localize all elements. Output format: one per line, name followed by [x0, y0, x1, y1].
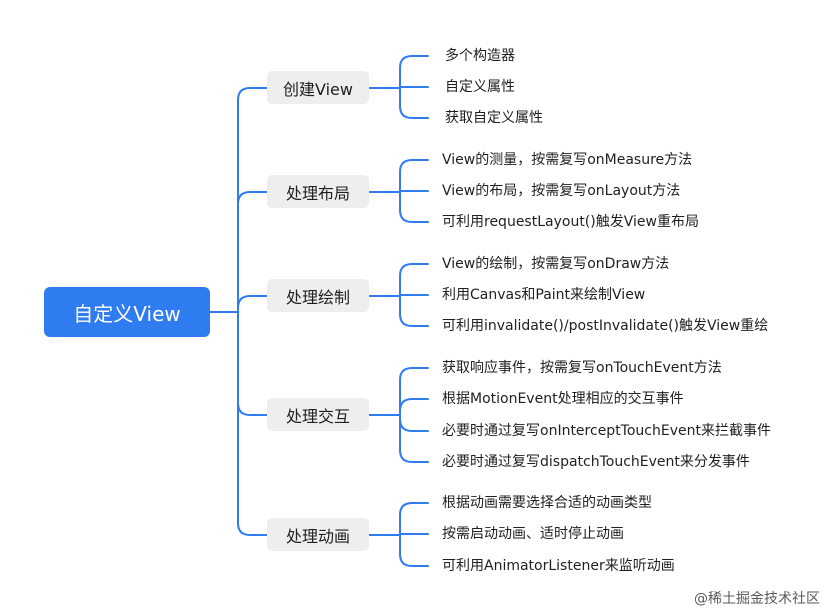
leaf-item: 按需启动动画、适时停止动画 [442, 526, 624, 542]
branch-connector [237, 295, 268, 313]
leaf-item: 可利用AnimatorListener来监听动画 [442, 558, 675, 574]
leaf-connector [399, 159, 429, 193]
leaf-connector [399, 86, 429, 89]
branch-connector [237, 191, 268, 313]
leaf-item: 获取自定义属性 [445, 110, 543, 126]
leaf-item: 可利用requestLayout()触发View重布局 [442, 214, 699, 230]
branch-layout: 处理布局 [267, 175, 369, 208]
leaf-connector [399, 367, 429, 416]
leaf-item: 必要时通过复写dispatchTouchEvent来分发事件 [442, 454, 750, 470]
leaf-connector [399, 55, 429, 89]
leaf-connector [399, 191, 429, 223]
branch-connector [237, 87, 268, 313]
branch-animation: 处理动画 [267, 518, 369, 551]
leaf-item: View的测量，按需复写onMeasure方法 [442, 152, 693, 168]
branch-create-view: 创建View [267, 71, 369, 104]
leaf-item: 利用Canvas和Paint来绘制View [442, 287, 646, 303]
root-node: 自定义View [44, 287, 210, 337]
leaf-item: 必要时通过复写onInterceptTouchEvent来拦截事件 [442, 423, 771, 439]
leaf-connector [399, 190, 429, 193]
leaf-connector [399, 294, 429, 297]
leaf-item: 根据动画需要选择合适的动画类型 [442, 495, 652, 511]
watermark: @稀土掘金技术社区 [694, 591, 820, 607]
branch-connector [237, 311, 268, 536]
branch-connector [237, 311, 268, 416]
leaf-connector [399, 398, 429, 416]
leaf-connector [399, 533, 429, 536]
leaf-connector [399, 295, 429, 327]
leaf-item: 可利用invalidate()/postInvalidate()触发View重绘 [442, 318, 769, 334]
leaf-item: View的绘制，按需复写onDraw方法 [442, 256, 670, 272]
leaf-connector [399, 502, 429, 536]
leaf-connector [399, 87, 429, 119]
branch-interaction: 处理交互 [267, 398, 369, 431]
leaf-connector [399, 414, 429, 432]
leaf-item: 根据MotionEvent处理相应的交互事件 [442, 391, 684, 407]
leaf-connector [399, 414, 429, 463]
leaf-item: 自定义属性 [445, 79, 515, 95]
leaf-item: 获取响应事件，按需复写onTouchEvent方法 [442, 360, 722, 376]
leaf-connector [399, 534, 429, 567]
leaf-connector [399, 263, 429, 297]
leaf-item: View的布局，按需复写onLayout方法 [442, 183, 681, 199]
leaf-item: 多个构造器 [445, 48, 515, 64]
branch-draw: 处理绘制 [267, 279, 369, 312]
